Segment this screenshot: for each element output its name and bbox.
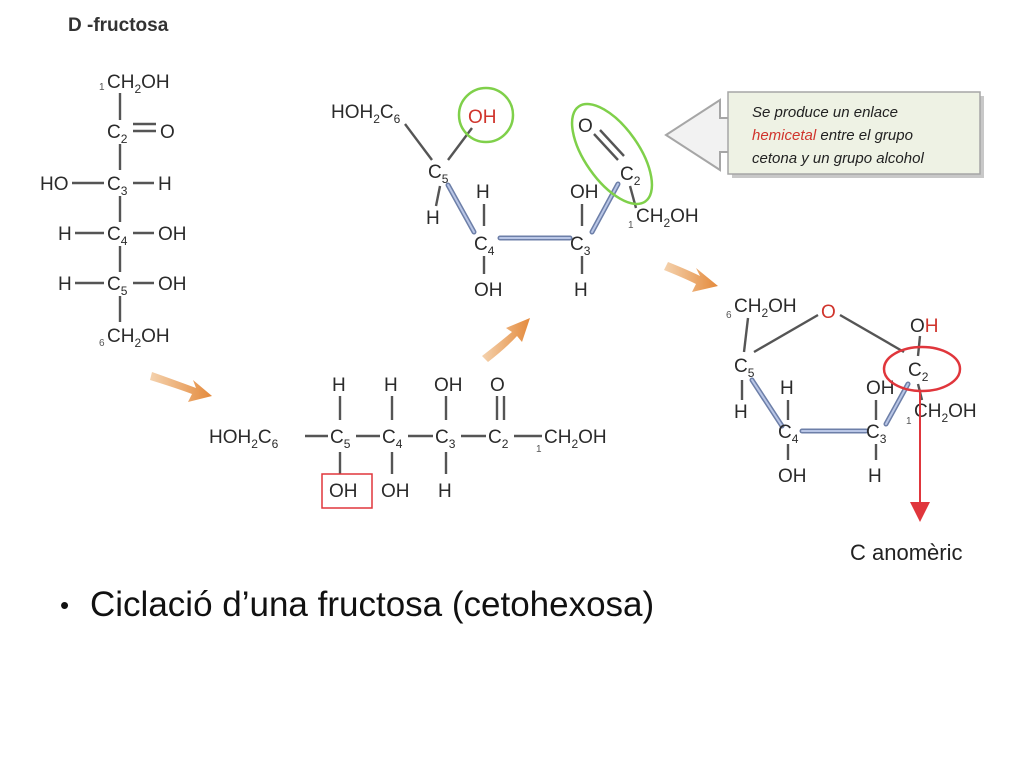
callout-box: Se produce un enlace hemicetal entre el … bbox=[664, 91, 984, 178]
red-box-c5-hydroxyl bbox=[321, 473, 373, 509]
svg-text:H: H bbox=[58, 224, 72, 245]
svg-text:C4: C4 bbox=[107, 224, 128, 248]
fischer-projection: 1 CH2OH C2 O HO C3 H H C4 OH H C5 OH 6 C… bbox=[40, 72, 187, 350]
svg-text:CH2OH: CH2OH bbox=[107, 326, 170, 350]
svg-text:C5: C5 bbox=[428, 162, 449, 186]
reaction-arrow-3 bbox=[664, 262, 718, 292]
svg-text:HOH2C6: HOH2C6 bbox=[331, 102, 401, 126]
svg-text:1: 1 bbox=[906, 416, 912, 427]
callout-line-2: entre el grupo bbox=[816, 127, 913, 144]
svg-text:C3: C3 bbox=[570, 234, 591, 258]
reaction-arrow-1 bbox=[150, 372, 212, 402]
svg-text:C5: C5 bbox=[734, 356, 755, 380]
red-highlight-anomeric-carbon bbox=[882, 345, 962, 393]
svg-text:OH: OH bbox=[778, 466, 807, 487]
svg-text:OH: OH bbox=[910, 316, 939, 337]
svg-text:C2: C2 bbox=[908, 360, 929, 384]
svg-text:OH: OH bbox=[570, 182, 599, 203]
svg-text:C3: C3 bbox=[435, 427, 456, 451]
bullet-dot: • bbox=[60, 589, 70, 620]
svg-text:C2: C2 bbox=[488, 427, 509, 451]
svg-text:C2: C2 bbox=[107, 122, 128, 146]
svg-text:6: 6 bbox=[726, 310, 732, 321]
svg-text:H: H bbox=[58, 274, 72, 295]
svg-text:C3: C3 bbox=[866, 422, 887, 446]
svg-text:C4: C4 bbox=[778, 422, 799, 446]
svg-text:OH: OH bbox=[381, 481, 410, 502]
svg-text:OH: OH bbox=[158, 224, 187, 245]
svg-text:O: O bbox=[578, 116, 593, 137]
svg-text:H: H bbox=[476, 182, 490, 203]
callout-pointer-arrow bbox=[664, 98, 733, 172]
svg-text:C5: C5 bbox=[330, 427, 351, 451]
diagram-title: D -fructosa bbox=[68, 15, 169, 36]
svg-text:H: H bbox=[384, 375, 398, 396]
callout-line-1: Se produce un enlace bbox=[752, 104, 898, 121]
svg-text:H: H bbox=[332, 375, 346, 396]
svg-text:OH: OH bbox=[329, 481, 358, 502]
callout-hemicetal: hemicetal bbox=[752, 127, 817, 144]
green-highlight-hydroxyl bbox=[457, 86, 515, 144]
svg-text:OH: OH bbox=[434, 375, 463, 396]
svg-text:CH2OH: CH2OH bbox=[107, 72, 170, 96]
svg-text:O: O bbox=[490, 375, 505, 396]
svg-text:O: O bbox=[821, 302, 836, 323]
furanose-ring: 6 CH2OH C5 H O H C4 OH C3 OH H OH C2 1 C… bbox=[726, 296, 977, 522]
svg-text:1: 1 bbox=[628, 220, 634, 231]
svg-text:HO: HO bbox=[40, 174, 69, 195]
svg-text:H: H bbox=[426, 208, 440, 229]
svg-text:CH2OH: CH2OH bbox=[636, 206, 699, 230]
svg-text:OH: OH bbox=[866, 378, 895, 399]
linear-chain: HOH2C6 C5 C4 C3 C2 1 CH2OH H H OH O OH O… bbox=[209, 375, 607, 509]
svg-text:OH: OH bbox=[158, 274, 187, 295]
svg-text:CH2OH: CH2OH bbox=[544, 427, 607, 451]
svg-text:C5: C5 bbox=[107, 274, 128, 298]
bullet-text: Ciclació d’una fructosa (cetohexosa) bbox=[90, 585, 655, 624]
svg-text:C4: C4 bbox=[474, 234, 495, 258]
callout-line-3: cetona y un grupo alcohol bbox=[752, 150, 924, 167]
bullet-point: • Ciclació d’una fructosa (cetohexosa) bbox=[60, 585, 654, 625]
svg-text:HOH2C6: HOH2C6 bbox=[209, 427, 279, 451]
svg-text:OH: OH bbox=[468, 107, 497, 128]
svg-text:H: H bbox=[438, 481, 452, 502]
svg-text:1: 1 bbox=[536, 444, 542, 455]
svg-text:H: H bbox=[734, 402, 748, 423]
svg-text:1: 1 bbox=[99, 82, 105, 93]
svg-text:O: O bbox=[160, 122, 175, 143]
svg-text:6: 6 bbox=[99, 338, 105, 349]
bent-chain-structure: HOH2C6 OH C5 H H C4 OH C3 OH H O C2 1 CH… bbox=[331, 86, 699, 301]
svg-text:hemicetal entre el grupo: hemicetal entre el grupo bbox=[752, 127, 913, 144]
svg-text:CH2OH: CH2OH bbox=[734, 296, 797, 320]
svg-text:H: H bbox=[574, 280, 588, 301]
svg-text:CH2OH: CH2OH bbox=[914, 401, 977, 425]
svg-text:C3: C3 bbox=[107, 174, 128, 198]
svg-text:H: H bbox=[868, 466, 882, 487]
svg-text:C4: C4 bbox=[382, 427, 403, 451]
green-highlight-carbonyl bbox=[570, 102, 654, 206]
anomeric-carbon-label: C anomèric bbox=[850, 540, 963, 565]
svg-text:H: H bbox=[158, 174, 172, 195]
svg-text:C2: C2 bbox=[620, 164, 641, 188]
svg-text:OH: OH bbox=[474, 280, 503, 301]
reaction-arrow-2 bbox=[482, 318, 530, 362]
svg-text:H: H bbox=[780, 378, 794, 399]
